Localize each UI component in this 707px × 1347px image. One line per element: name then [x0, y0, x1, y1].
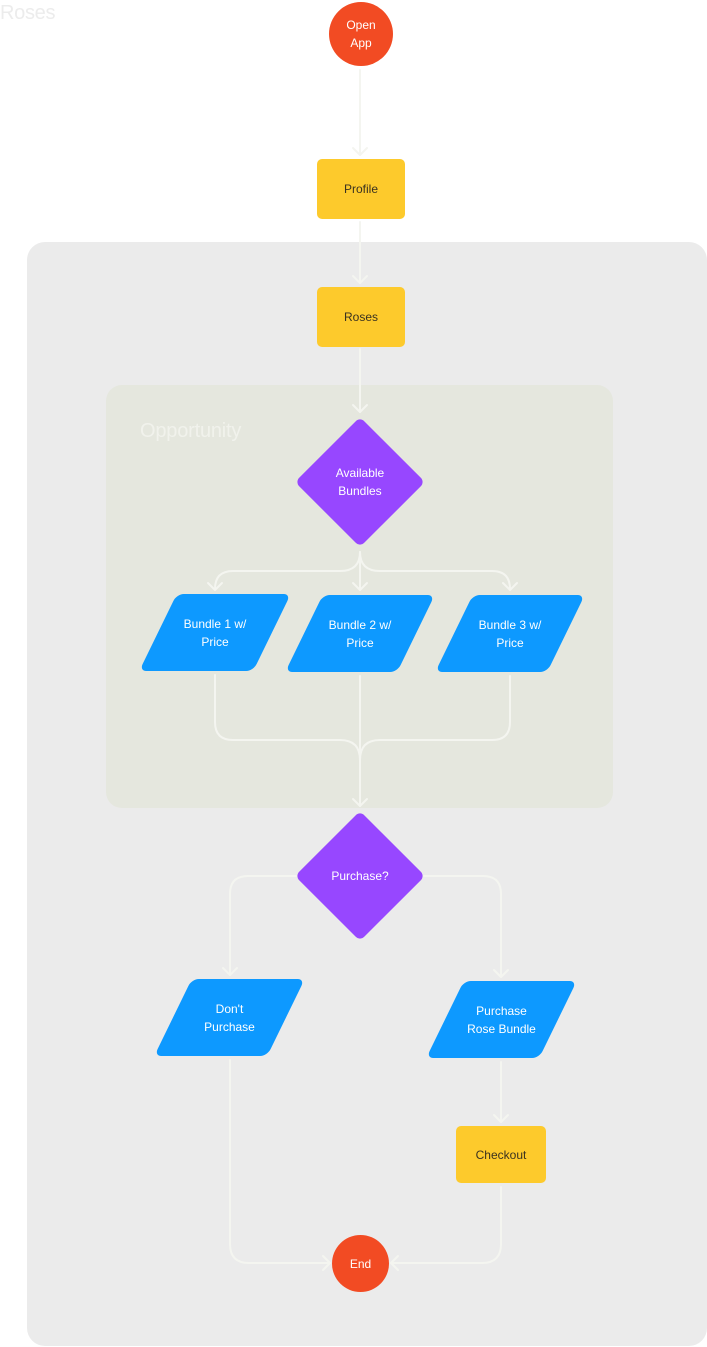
node-end[interactable]: End — [332, 1235, 389, 1292]
arrowhead-icon — [493, 969, 509, 978]
node-label: Checkout — [475, 1147, 527, 1162]
node-dont-purchase[interactable]: Don't Purchase — [154, 979, 305, 1056]
node-roses[interactable]: Roses — [317, 287, 405, 347]
node-label: Open App — [346, 18, 376, 50]
edge-bundle-3-to-purchase — [359, 675, 511, 761]
node-open-app[interactable]: Open App — [329, 2, 393, 66]
node-label: Bundle 2 w/ Price — [328, 617, 392, 650]
node-label: Don't Purchase — [204, 1001, 255, 1034]
arrowhead-icon — [222, 967, 238, 976]
arrowhead-icon — [493, 1114, 509, 1123]
node-label: Purchase Rose Bundle — [467, 1003, 536, 1036]
arrowhead-icon — [352, 404, 368, 413]
node-checkout[interactable]: Checkout — [456, 1126, 546, 1183]
node-label: Bundle 1 w/ Price — [183, 616, 247, 649]
node-label: Available Bundles — [335, 466, 385, 498]
edge-purchase-to-purchase-rose-bundle — [423, 875, 502, 978]
arrowhead-icon — [352, 275, 368, 284]
arrowhead-icon — [390, 1255, 399, 1271]
node-available-bundles[interactable]: Available Bundles — [294, 416, 426, 548]
arrowhead-icon — [322, 1255, 331, 1271]
node-label: Roses — [343, 310, 378, 324]
opportunity-section-label: Opportunity — [140, 420, 242, 442]
node-label: Purchase? — [331, 869, 389, 883]
edge-available-bundles-to-bundle-1 — [214, 551, 361, 590]
arrowhead-icon — [502, 582, 518, 591]
arrowhead-icon — [352, 798, 368, 807]
page-title: Roses — [0, 2, 56, 24]
node-label: Profile — [343, 182, 378, 196]
edge-dont-purchase-to-end — [229, 1059, 331, 1264]
arrowhead-icon — [352, 582, 368, 591]
node-bundle-2[interactable]: Bundle 2 w/ Price — [285, 595, 435, 672]
node-purchase-decision[interactable]: Purchase? — [294, 810, 426, 942]
edge-bundle-1-to-purchase — [214, 674, 361, 761]
arrowhead-icon — [207, 582, 223, 591]
node-bundle-1[interactable]: Bundle 1 w/ Price — [139, 594, 291, 671]
node-label: Bundle 3 w/ Price — [478, 617, 542, 650]
node-profile[interactable]: Profile — [317, 159, 405, 219]
edge-available-bundles-to-bundle-3 — [359, 551, 511, 590]
node-purchase-rose-bundle[interactable]: Purchase Rose Bundle — [426, 981, 577, 1058]
edge-checkout-to-end — [390, 1186, 502, 1264]
node-label: End — [349, 1256, 372, 1271]
edge-purchase-to-dont-purchase — [229, 875, 297, 976]
arrowhead-icon — [352, 147, 368, 156]
node-bundle-3[interactable]: Bundle 3 w/ Price — [435, 595, 585, 672]
